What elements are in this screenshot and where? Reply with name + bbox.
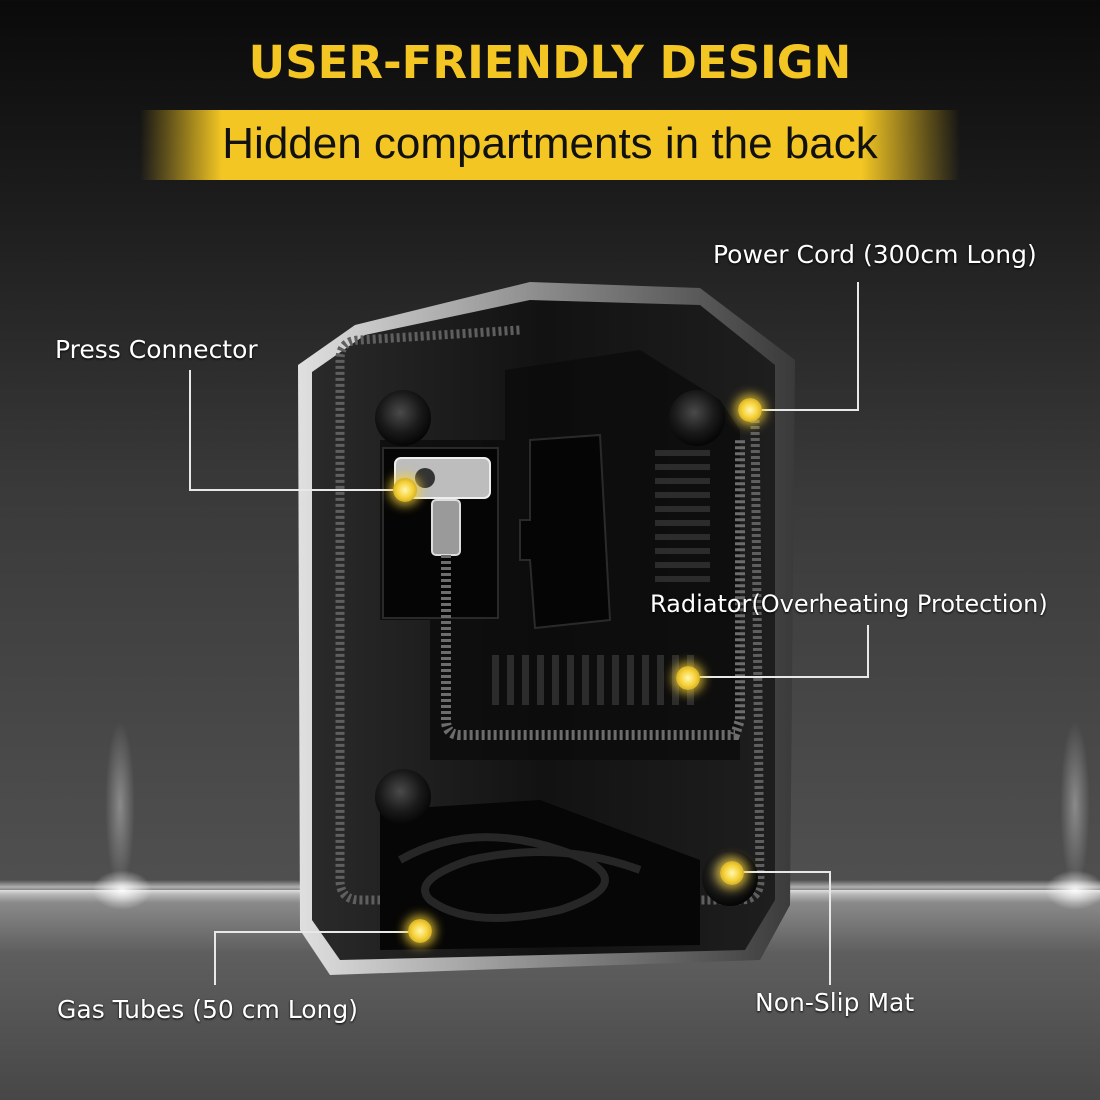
power-cord-label: Power Cord (300cm Long): [713, 240, 1037, 269]
power-cord-leader: [760, 282, 859, 411]
press-connector-leader: [189, 370, 405, 491]
non-slip-mat-marker: [720, 861, 744, 885]
gas-tube-coil: [398, 833, 642, 922]
gas-tubes-label: Gas Tubes (50 cm Long): [57, 995, 359, 1024]
radiator-leader: [690, 625, 869, 678]
press-connector-label: Press Connector: [55, 335, 258, 364]
non-slip-mat-leader: [735, 871, 831, 985]
floor-glow-left: [92, 870, 152, 910]
floor-glow-right: [1045, 870, 1100, 910]
press-connector-marker: [393, 478, 417, 502]
radiator-label: Radiator(Overheating Protection): [650, 590, 1048, 618]
cord-compartment: [519, 433, 612, 630]
rubber-foot-top-right: [669, 390, 725, 446]
press-connector-body: [394, 457, 491, 499]
radiator-marker: [676, 666, 700, 690]
gas-tubes-marker: [408, 919, 432, 943]
connector-chuck: [431, 499, 461, 556]
power-cord-marker: [738, 398, 762, 422]
rubber-foot-bottom-left: [375, 769, 431, 825]
floor-light-left: [105, 720, 135, 890]
page-subtitle: Hidden compartments in the back: [222, 119, 878, 168]
subtitle-banner: [140, 110, 960, 180]
radiator-vents-upper: [655, 450, 710, 582]
gas-tubes-leader: [214, 931, 420, 985]
callout-leader-lines: [189, 282, 869, 985]
floor-light-right: [1060, 720, 1090, 890]
non-slip-mat-label: Non-Slip Mat: [755, 988, 915, 1017]
rubber-foot-top-left: [375, 390, 431, 446]
power-cord: [335, 325, 765, 905]
page-title: USER-FRIENDLY DESIGN: [248, 36, 852, 89]
